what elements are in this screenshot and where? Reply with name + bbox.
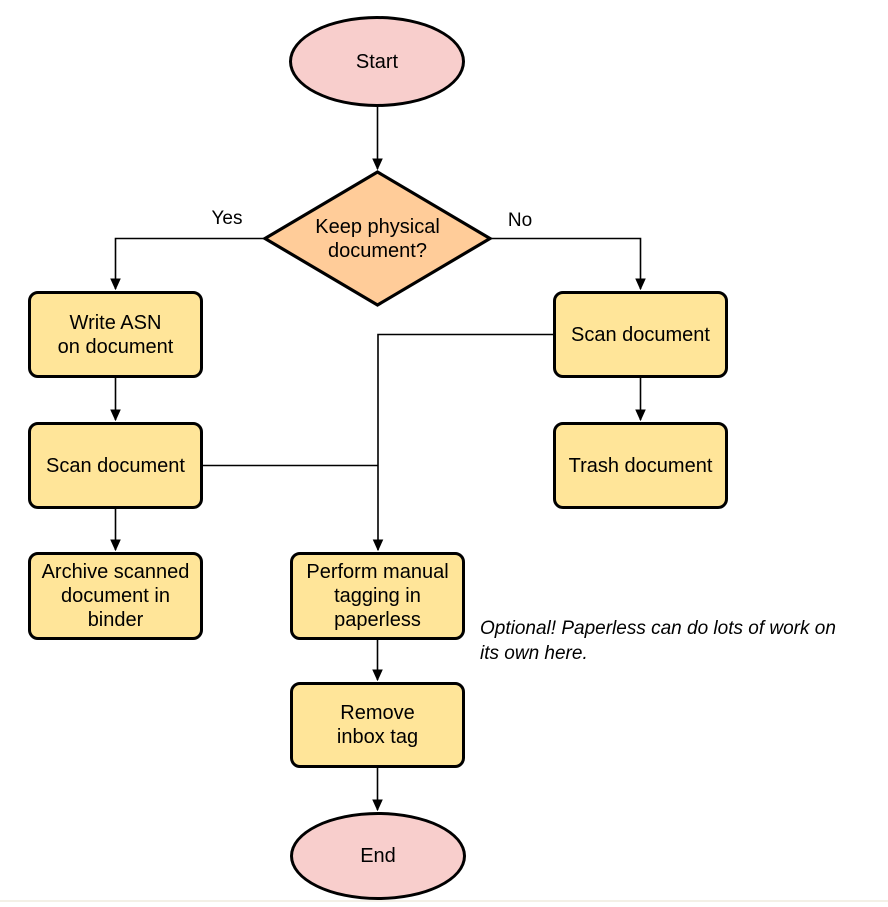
no-text: No <box>507 210 533 231</box>
edge-decision-yes <box>116 237 265 290</box>
edge-label-yes: Yes <box>199 208 255 230</box>
edge-label-no: No <box>492 210 548 232</box>
node-remove-label: Remove inbox tag <box>336 702 419 748</box>
node-scan-document-left: Scan document <box>28 422 203 509</box>
optional-note-text: Optional! Paperless can do lots of work … <box>480 618 836 665</box>
node-start-label: Start <box>355 50 399 73</box>
node-end: End <box>290 812 466 900</box>
node-write-asn: Write ASN on document <box>28 291 203 378</box>
node-archive-label: Archive scanned document in binder <box>41 561 190 631</box>
node-archive-binder: Archive scanned document in binder <box>28 552 203 640</box>
node-manual-tagging: Perform manual tagging in paperless <box>290 552 465 640</box>
node-start: Start <box>289 16 465 107</box>
edge-decision-no <box>490 237 641 290</box>
yes-text: Yes <box>211 208 243 229</box>
node-trash-label: Trash document <box>568 454 713 477</box>
node-tagging-label: Perform manual tagging in paperless <box>306 561 449 631</box>
node-write-asn-label: Write ASN on document <box>57 311 174 358</box>
node-end-label: End <box>360 845 396 867</box>
optional-note: Optional! Paperless can do lots of work … <box>480 591 888 666</box>
decision-diamond-shape <box>261 170 494 307</box>
node-decision-label: Keep physical document? <box>265 214 490 263</box>
node-remove-inbox-tag: Remove inbox tag <box>290 682 465 768</box>
bottom-divider <box>0 900 888 902</box>
node-scan-left-label: Scan document <box>46 454 185 477</box>
node-scan-document-right: Scan document <box>553 291 728 378</box>
edge-scanright-to-tagging <box>378 333 553 551</box>
decision-text: Keep physical document? <box>315 215 440 262</box>
node-trash-document: Trash document <box>553 422 728 509</box>
node-scan-right-label: Scan document <box>571 323 710 346</box>
